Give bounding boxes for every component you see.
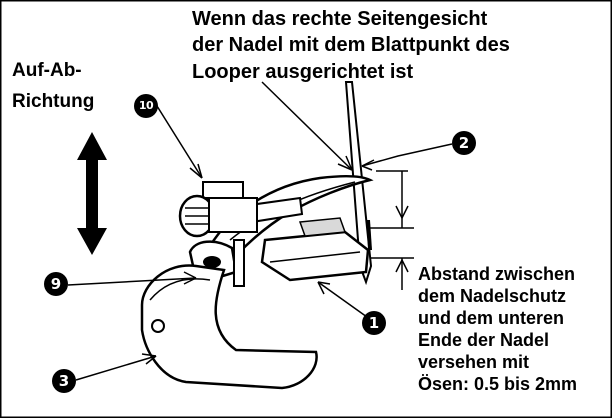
direction-label-line-1: Auf-Ab- <box>12 60 82 81</box>
callout-10-badge: 10 <box>134 94 158 118</box>
c-bracket <box>140 264 318 390</box>
callout-9-badge: 9 <box>44 272 68 296</box>
needle-guard <box>260 217 370 282</box>
callout-3-badge: 3 <box>52 369 76 393</box>
heading-line-2: der Nadel mit dem Blattpunkt des <box>192 34 510 56</box>
callout-1-badge: 1 <box>362 311 386 335</box>
clearance-note-line-5: versehen mit <box>418 352 530 372</box>
screw <box>178 181 258 238</box>
clearance-note-line-3: und dem unteren <box>418 308 565 328</box>
callout-2-badge: 2 <box>452 131 476 155</box>
heading-line-3: Looper ausgerichtet ist <box>192 61 414 83</box>
clearance-note-line-6: Ösen: 0.5 bis 2mm <box>418 374 578 394</box>
clearance-note-line-2: dem Nadelschutz <box>418 286 567 306</box>
direction-label-line-2: Richtung <box>12 91 95 112</box>
up-down-arrow-icon <box>77 132 107 255</box>
clearance-note-line-4: Ende der Nadel <box>418 330 550 350</box>
heading-line-1: Wenn das rechte Seitengesicht <box>192 8 488 30</box>
clearance-dimension <box>370 170 414 290</box>
clearance-note-line-1: Abstand zwischen <box>418 264 576 284</box>
